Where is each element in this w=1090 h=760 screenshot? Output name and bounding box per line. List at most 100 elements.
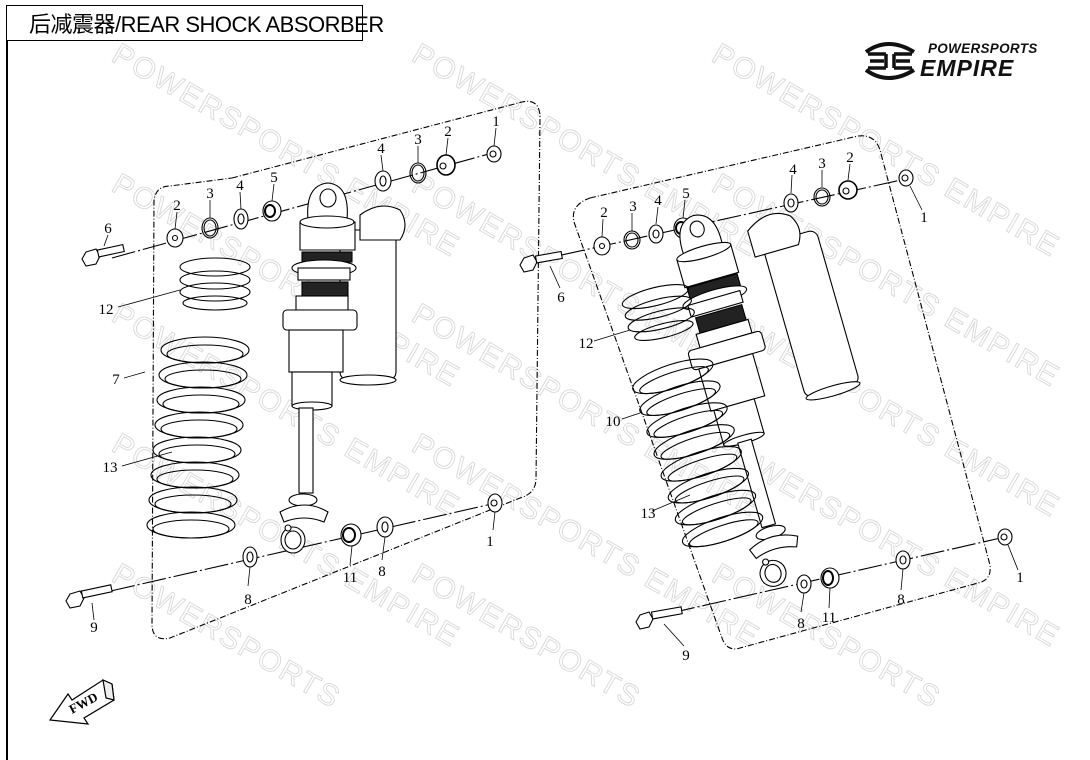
left-assembly <box>65 100 541 640</box>
callout-5: 5 <box>682 186 690 202</box>
callout-6: 6 <box>104 221 112 237</box>
right-asm-bottom-bearing-11 <box>820 567 840 589</box>
callout-1: 1 <box>920 210 928 226</box>
watermark-text: POWERSPORTS EMPIRE <box>107 297 466 523</box>
right-asm-oring-3b <box>813 187 831 207</box>
spring-coil-inner <box>160 419 238 439</box>
callout-1: 1 <box>1016 570 1024 586</box>
spring-coil-inner <box>667 453 738 482</box>
spring-coil-inner <box>674 475 745 504</box>
callout-13: 13 <box>641 506 656 522</box>
spring-coil-inner <box>156 469 234 489</box>
left-top-washer-4 <box>233 208 249 230</box>
left-assembly-frame <box>151 100 541 640</box>
callout-9: 9 <box>682 648 690 664</box>
right-top-bushing-2 <box>436 154 456 176</box>
right-asm-bottom-washer-8 <box>796 574 812 594</box>
callout-1: 1 <box>486 534 494 550</box>
callout-4: 4 <box>789 162 797 178</box>
left-main-spring-13 <box>146 336 250 539</box>
bottom-nut-1 <box>487 493 503 513</box>
right-asm-washer-4b <box>783 193 799 213</box>
page-title-box: 后减震器/REAR SHOCK ABSORBER <box>6 5 384 41</box>
callout-10: 10 <box>606 414 621 430</box>
right-asm-top-bushing-2 <box>593 236 611 256</box>
watermark-text: POWERSPORTS <box>107 557 347 715</box>
right-asm-top-nut-1 <box>898 169 914 187</box>
callout-3: 3 <box>414 132 422 148</box>
right-leaders <box>549 163 1019 647</box>
winged-ee-emblem-icon <box>864 42 916 80</box>
callout-3: 3 <box>629 199 637 215</box>
fwd-arrow: FWD <box>48 678 115 725</box>
spring-coil-inner <box>681 497 752 526</box>
page-title: 后减震器/REAR SHOCK ABSORBER <box>29 12 384 37</box>
left-leaders <box>91 127 497 621</box>
callout-4: 4 <box>377 141 385 157</box>
watermark-text: POWERSPORTS EMPIRE <box>107 167 466 393</box>
spring-coil-inner <box>166 344 244 364</box>
callout-2: 2 <box>173 198 181 214</box>
right-asm-bottom-washer-8b <box>895 550 911 570</box>
right-bottom-bolt-9 <box>635 606 683 630</box>
callout-2: 2 <box>846 150 854 166</box>
callout-12: 12 <box>579 336 594 352</box>
spring-coil-inner <box>154 494 232 514</box>
spring-coil-inner <box>688 519 759 548</box>
callout-8: 8 <box>244 592 252 608</box>
callout-12: 12 <box>99 302 114 318</box>
callout-4: 4 <box>654 193 662 209</box>
logo-line-2: EMPIRE <box>920 55 1015 81</box>
right-upper-spring-12 <box>621 284 695 342</box>
callout-6: 6 <box>557 290 565 306</box>
right-upper-bolt <box>519 250 563 273</box>
bottom-bearing-11 <box>340 523 362 547</box>
callout-8: 8 <box>797 616 805 632</box>
left-top-bushing-2 <box>166 228 184 248</box>
callout-5: 5 <box>270 170 278 186</box>
callout-2: 2 <box>600 205 608 221</box>
spring-coil-inner <box>660 431 731 460</box>
brand-logo: POWERSPORTS EMPIRE <box>860 38 1060 84</box>
callout-1: 1 <box>492 114 500 130</box>
spring-coil-inner <box>162 394 240 414</box>
callout-9: 9 <box>90 620 98 636</box>
callout-3: 3 <box>818 156 826 172</box>
callout-11: 11 <box>822 610 836 626</box>
right-assembly-frame <box>572 135 991 650</box>
callout-7: 7 <box>112 372 120 388</box>
spring-coil-inner <box>158 444 236 464</box>
logo-line-1: POWERSPORTS <box>928 41 1038 56</box>
spring-coil-inner <box>152 519 230 539</box>
left-bottom-bolt-9 <box>65 584 113 609</box>
watermark-text: POWERSPORTS EMPIRE <box>707 167 1066 393</box>
watermark-text: POWERSPORTS EMPIRE <box>107 37 466 263</box>
left-top-bearing-5 <box>262 200 282 222</box>
callout-8: 8 <box>378 564 386 580</box>
callout-13: 13 <box>103 460 118 476</box>
title-left-rule <box>6 41 8 760</box>
watermark-text: POWERSPORTS EMPIRE <box>407 427 766 653</box>
right-shock-body <box>676 212 861 587</box>
top-nut-1 <box>486 145 502 163</box>
right-top-washer-4 <box>374 170 392 192</box>
right-asm-bottom-nut-1 <box>997 528 1013 546</box>
callout-11: 11 <box>343 570 357 586</box>
right-asm-bushing-2b <box>838 180 858 200</box>
left-upper-bolt <box>81 244 125 267</box>
spring-coil-inner <box>164 369 242 389</box>
left-shock-body <box>279 182 406 554</box>
spring-coil-inner <box>639 366 709 395</box>
callout-3: 3 <box>206 186 214 202</box>
left-bottom-washer-8 <box>242 546 258 568</box>
callout-4: 4 <box>236 178 244 194</box>
right-asm-top-washer-4 <box>648 224 664 244</box>
right-assembly <box>519 135 1019 650</box>
spring-coil-inner <box>646 387 717 417</box>
callout-2: 2 <box>444 124 452 140</box>
